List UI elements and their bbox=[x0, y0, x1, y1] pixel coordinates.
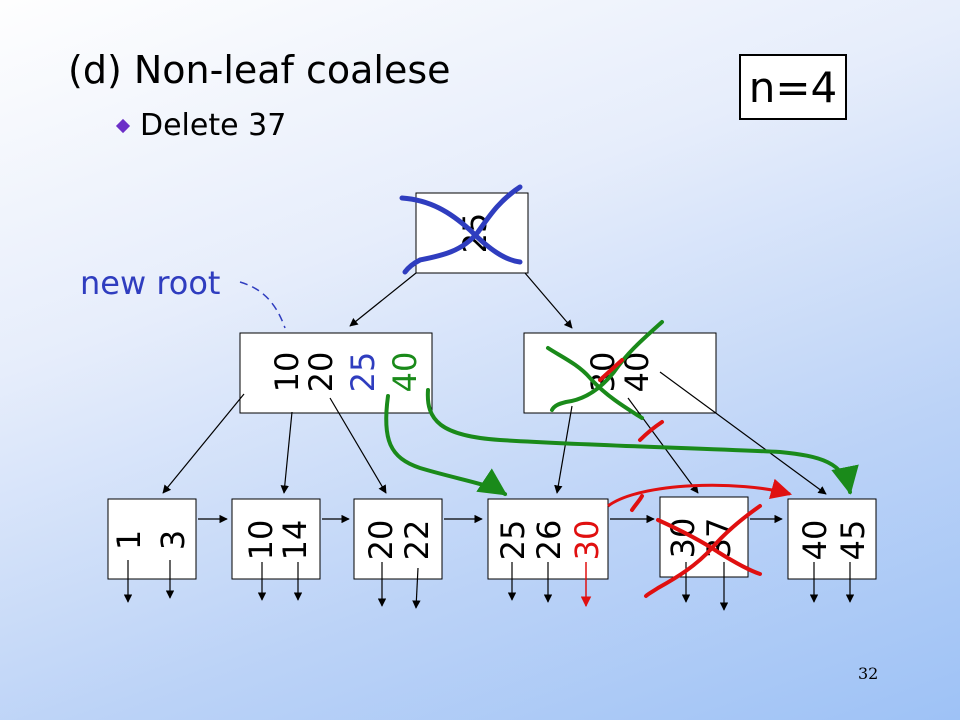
bullet-text: Delete 37 bbox=[140, 108, 287, 143]
leaf-key: 26 bbox=[530, 520, 568, 561]
blue-cross-out-marks bbox=[399, 184, 523, 275]
leaf-node-3 bbox=[353, 498, 443, 580]
leaf-node-5 bbox=[659, 496, 749, 578]
leaf-node-1 bbox=[107, 498, 197, 580]
new-root-label: new root bbox=[80, 264, 221, 302]
leaf-key: 22 bbox=[398, 520, 436, 561]
leaf-key: 45 bbox=[834, 520, 872, 561]
green-move-arrow bbox=[384, 394, 508, 496]
left-internal-key: 20 bbox=[302, 352, 340, 393]
slide-title: (d) Non-leaf coalese bbox=[68, 48, 451, 92]
leaf-key: 30 bbox=[568, 520, 606, 561]
left-internal-node bbox=[239, 332, 433, 414]
right-internal-node bbox=[523, 332, 717, 414]
green-move-arrow bbox=[425, 388, 859, 495]
leaf-key: 40 bbox=[796, 520, 834, 561]
leaf-key: 1 bbox=[110, 530, 148, 550]
bullet-item: Delete 37 bbox=[115, 108, 287, 143]
n-order-label: n=4 bbox=[739, 54, 847, 120]
red-delete-marks bbox=[598, 358, 762, 598]
leaf-key: 25 bbox=[494, 520, 532, 561]
red-leaf-link-arrow bbox=[607, 478, 793, 508]
leaf-node-6 bbox=[787, 498, 877, 580]
page-number: 32 bbox=[858, 664, 879, 683]
green-move-marks bbox=[546, 320, 664, 420]
new-root-pointer bbox=[239, 281, 286, 329]
leaf-key: 14 bbox=[276, 520, 314, 561]
leaf-key: 10 bbox=[242, 520, 280, 561]
left-internal-key: 25 bbox=[344, 352, 382, 393]
leaf-key: 20 bbox=[362, 520, 400, 561]
leaf-key: 3 bbox=[154, 530, 192, 550]
left-internal-key: 40 bbox=[386, 352, 424, 393]
left-internal-key: 10 bbox=[268, 352, 306, 393]
leaf-node-2 bbox=[231, 498, 321, 580]
